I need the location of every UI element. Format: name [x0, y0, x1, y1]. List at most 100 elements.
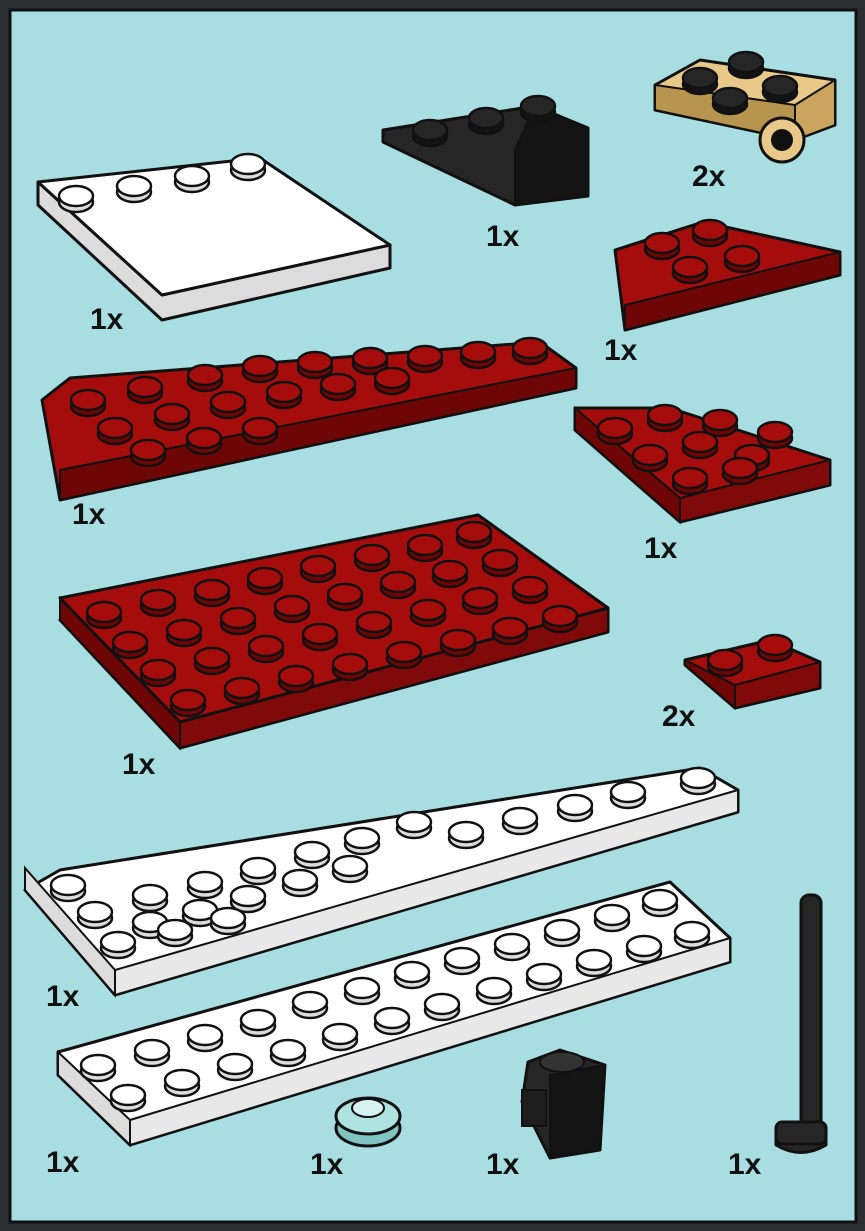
stud-top	[441, 630, 475, 650]
qty-label-red-wedge-plate-long: 1x	[72, 500, 105, 530]
stud-top	[449, 822, 483, 842]
stud-top	[243, 356, 277, 376]
stud-top	[51, 875, 85, 895]
stud-top	[249, 636, 283, 656]
stud-top	[703, 410, 737, 430]
stud-top	[425, 994, 459, 1014]
stud-top	[445, 948, 479, 968]
stud-top	[758, 635, 792, 655]
stud-top	[683, 432, 717, 452]
stud-top	[763, 76, 797, 96]
stud-top	[758, 422, 792, 442]
stud-top	[577, 950, 611, 970]
qty-label-black-clip-brick: 1x	[486, 1150, 519, 1180]
stud-top	[133, 885, 167, 905]
stud-top	[395, 962, 429, 982]
stud-top	[627, 936, 661, 956]
stud-top	[59, 186, 93, 206]
stud-top	[461, 342, 495, 362]
stud-top	[248, 568, 282, 588]
stud-top	[243, 418, 277, 438]
stud-top	[333, 856, 367, 876]
stud-top	[725, 246, 759, 266]
qty-label-red-wedge-plate-small: 1x	[604, 336, 637, 366]
stud-top	[267, 382, 301, 402]
stud-top	[98, 418, 132, 438]
stud-top	[155, 404, 189, 424]
stud-top	[483, 550, 517, 570]
stud-top	[611, 782, 645, 802]
stud-top	[279, 666, 313, 686]
stud-top	[375, 368, 409, 388]
stud-top	[683, 68, 717, 88]
stud-top	[545, 920, 579, 940]
stud-top	[141, 660, 175, 680]
qty-label-red-plate-4x10: 1x	[122, 750, 155, 780]
stud-top	[117, 176, 151, 196]
stud-top	[463, 588, 497, 608]
stud-top	[221, 608, 255, 628]
stud-top	[495, 934, 529, 954]
stud-top	[643, 890, 677, 910]
stud-top	[513, 338, 547, 358]
qty-label-black-inverted-slope: 1x	[486, 222, 519, 252]
stud-top	[633, 445, 667, 465]
stud-top	[433, 561, 467, 581]
stud-top	[648, 405, 682, 425]
stud-top	[681, 768, 715, 788]
stud-top	[477, 978, 511, 998]
stud-top	[128, 377, 162, 397]
stud-top	[158, 920, 192, 940]
stud-top	[527, 964, 561, 984]
stud-top	[357, 612, 391, 632]
stud-top	[333, 654, 367, 674]
stud-top	[78, 902, 112, 922]
stud-top	[187, 428, 221, 448]
stud-top	[345, 828, 379, 848]
stud-top	[675, 922, 709, 942]
stud-top	[195, 648, 229, 668]
stud-top	[521, 96, 555, 116]
stud-top	[71, 390, 105, 410]
stud-top	[211, 392, 245, 412]
stud-top	[723, 458, 757, 478]
stud-top	[81, 1055, 115, 1075]
stud-top	[411, 600, 445, 620]
stud-top	[543, 606, 577, 626]
stud-top	[165, 1070, 199, 1090]
stud-top	[271, 1040, 305, 1060]
stud-top	[713, 88, 747, 108]
qty-label-red-plate-3x4: 1x	[644, 534, 677, 564]
stud-top	[293, 992, 327, 1012]
qty-label-trans-round-plate: 1x	[310, 1150, 343, 1180]
stud-top	[225, 678, 259, 698]
stud-top	[188, 1025, 222, 1045]
stud-top	[558, 795, 592, 815]
qty-label-white-plate-4x4: 1x	[90, 305, 123, 335]
qty-label-red-plate-1x2: 2x	[662, 702, 695, 732]
stud-top	[241, 858, 275, 878]
stud-top	[493, 618, 527, 638]
stud-top	[218, 1054, 252, 1074]
stud-top	[141, 590, 175, 610]
stud-top	[87, 602, 121, 622]
stud-top	[408, 535, 442, 555]
stud-top	[673, 468, 707, 488]
stud-top	[175, 166, 209, 186]
stud-top	[241, 1010, 275, 1030]
qty-label-black-antenna: 1x	[728, 1150, 761, 1180]
stud-top	[188, 872, 222, 892]
stud-top	[101, 932, 135, 952]
stud-top	[598, 418, 632, 438]
stud-top	[673, 257, 707, 277]
stud-top	[595, 905, 629, 925]
stud-top	[298, 352, 332, 372]
stud-top	[323, 1024, 357, 1044]
stud-top	[135, 1040, 169, 1060]
stud-top	[345, 978, 379, 998]
stud-top	[355, 545, 389, 565]
qty-label-white-plate-2x12: 1x	[46, 1148, 79, 1178]
stud-top	[303, 624, 337, 644]
stud-top	[397, 812, 431, 832]
stud-top	[693, 220, 727, 240]
